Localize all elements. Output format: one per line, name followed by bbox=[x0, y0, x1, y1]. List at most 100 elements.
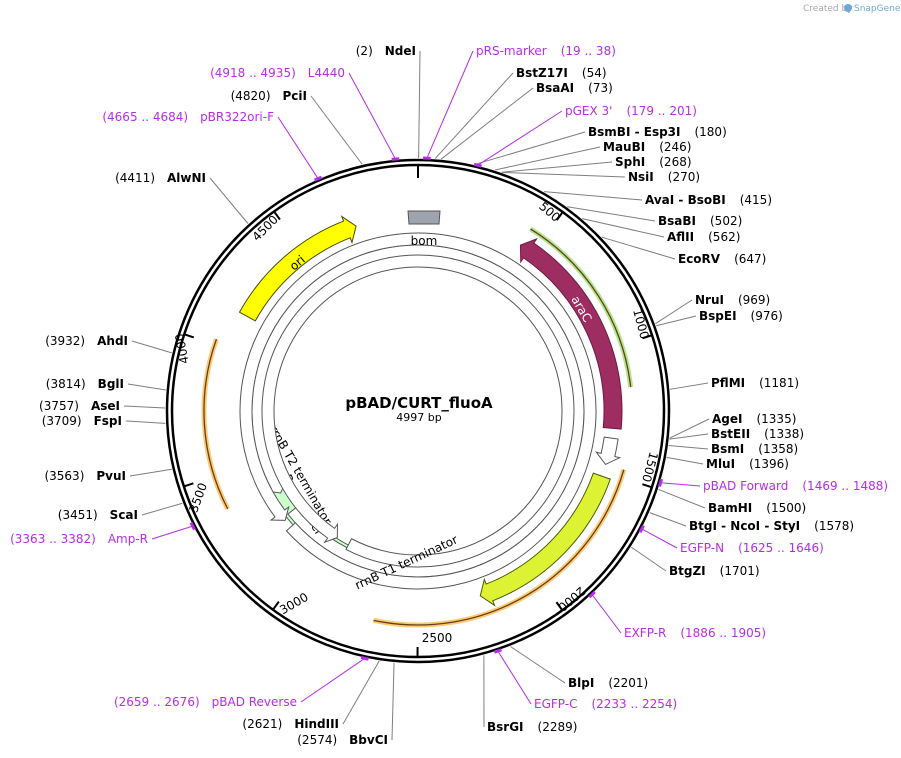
site-bgli[interactable]: BglI(3814) bbox=[46, 377, 124, 391]
primer-egfp-n[interactable]: EGFP-N(1625 .. 1646) bbox=[680, 541, 824, 555]
site-sphi[interactable]: SphI(268) bbox=[615, 155, 692, 169]
primer-leader-pgex-3 bbox=[477, 110, 563, 166]
ruler-tick-3500 bbox=[183, 482, 194, 488]
site-scai[interactable]: ScaI(3451) bbox=[58, 508, 138, 522]
primer-pgex-3[interactable]: pGEX 3'(179 .. 201) bbox=[565, 104, 697, 118]
site-name: SphI bbox=[615, 155, 645, 169]
site-position: (1396) bbox=[749, 457, 789, 471]
primer-tracks bbox=[201, 226, 634, 628]
site-pvui[interactable]: PvuI(3563) bbox=[44, 469, 126, 483]
site-name: NdeI bbox=[385, 44, 416, 58]
site-position: (3814) bbox=[46, 377, 86, 391]
site-name: AlwNI bbox=[167, 171, 206, 185]
site-position: (502) bbox=[710, 214, 742, 228]
site-bsabi[interactable]: BsaBI(502) bbox=[658, 214, 742, 228]
ruler-tick-3000 bbox=[272, 601, 280, 611]
primer-leader-amp-r bbox=[151, 525, 193, 540]
primer-pbad-forward[interactable]: pBAD Forward(1469 .. 1488) bbox=[703, 479, 888, 493]
primer-leader-egfp-n bbox=[641, 528, 678, 549]
site-ahdi[interactable]: AhdI(3932) bbox=[45, 334, 128, 348]
primer-pbr322ori-f[interactable]: pBR322ori-F(4665 .. 4684) bbox=[102, 110, 274, 124]
feature-arac[interactable] bbox=[519, 237, 623, 430]
site-name: BbvCI bbox=[349, 733, 388, 747]
primer-track-line-orange-track-right bbox=[373, 469, 625, 626]
site-bsmi[interactable]: BsmI(1358) bbox=[711, 442, 798, 456]
site-hindiii[interactable]: HindIII(2621) bbox=[242, 717, 339, 731]
site-ecorv[interactable]: EcoRV(647) bbox=[678, 252, 766, 266]
site-bamhi[interactable]: BamHI(1500) bbox=[708, 501, 806, 515]
site-maubi[interactable]: MauBI(246) bbox=[603, 140, 691, 154]
plasmid-size: 4997 bp bbox=[396, 411, 441, 424]
primer-pbad-reverse[interactable]: pBAD Reverse(2659 .. 2676) bbox=[114, 695, 297, 709]
primer-site-mark bbox=[360, 656, 369, 661]
primer-position: (4665 .. 4684) bbox=[102, 110, 188, 124]
site-nsii[interactable]: NsiI (270) bbox=[628, 170, 700, 184]
primer-leader-prs-marker bbox=[426, 50, 474, 159]
primer-exfp-r[interactable]: EXFP-R (1886 .. 1905) bbox=[624, 626, 766, 640]
primer-l4440[interactable]: L4440(4918 .. 4935) bbox=[210, 66, 345, 80]
ruler-tick-1000 bbox=[642, 334, 653, 340]
primer-amp-r[interactable]: Amp-R(3363 .. 3382) bbox=[10, 532, 148, 546]
feature-arabad-promoter[interactable] bbox=[595, 436, 622, 466]
primer-site-mark bbox=[473, 162, 482, 168]
primer-position: (1469 .. 1488) bbox=[802, 479, 888, 493]
primer-prs-marker[interactable]: pRS-marker(19 .. 38) bbox=[476, 44, 616, 58]
site-asei[interactable]: AseI(3757) bbox=[39, 399, 120, 413]
site-bsteii[interactable]: BstEII(1338) bbox=[711, 427, 804, 441]
primer-name: pBAD Reverse bbox=[212, 695, 297, 709]
ruler-label-2500: 2500 bbox=[422, 631, 453, 645]
site-ndei[interactable]: NdeI(2) bbox=[356, 44, 416, 58]
site-nrui[interactable]: NruI(969) bbox=[695, 293, 770, 307]
site-name: AflII bbox=[667, 230, 694, 244]
primer-position: (1886 .. 1905) bbox=[680, 626, 766, 640]
primer-leader-pbad-reverse bbox=[300, 657, 366, 703]
site-name: PflMI bbox=[711, 376, 745, 390]
primer-site-mark bbox=[313, 175, 323, 182]
feature-rrnb-t2-terminator[interactable] bbox=[239, 232, 597, 590]
site-leader-pcii bbox=[310, 95, 363, 165]
primer-egfp-c[interactable]: EGFP-C(2233 .. 2254) bbox=[534, 697, 677, 711]
site-bsmbi-esp3i[interactable]: BsmBI - Esp3I(180) bbox=[588, 125, 727, 139]
site-pflmi[interactable]: PflMI(1181) bbox=[711, 376, 799, 390]
site-position: (3757) bbox=[39, 399, 79, 413]
site-blpi[interactable]: BlpI(2201) bbox=[568, 676, 648, 690]
site-avai-bsobi[interactable]: AvaI - BsoBI(415) bbox=[645, 193, 772, 207]
feature-ori[interactable] bbox=[238, 215, 357, 322]
site-position: (3932) bbox=[45, 334, 85, 348]
site-name: NsiI bbox=[628, 170, 654, 184]
site-bbvci[interactable]: BbvCI(2574) bbox=[297, 733, 388, 747]
backbone-outer-strand bbox=[165, 158, 671, 664]
site-leader-nsii bbox=[502, 171, 626, 178]
primer-site-mark bbox=[658, 478, 664, 487]
site-alwni[interactable]: AlwNI(4411) bbox=[115, 171, 206, 185]
feature-bom[interactable]: bom bbox=[407, 210, 441, 248]
site-name: BtgI - NcoI - StyI bbox=[689, 519, 800, 533]
primer-name: EXFP-R bbox=[624, 626, 666, 640]
feature-meyfp[interactable] bbox=[479, 472, 611, 607]
ruler-tick-1500 bbox=[642, 483, 653, 489]
site-aflii[interactable]: AflII(562) bbox=[667, 230, 740, 244]
feature-arrow-ori bbox=[238, 215, 357, 322]
feature-rrnb-t1-terminator[interactable] bbox=[261, 254, 575, 568]
site-name: BtgZI bbox=[669, 564, 706, 578]
primer-position: (4918 .. 4935) bbox=[210, 66, 296, 80]
site-position: (3709) bbox=[42, 414, 82, 428]
site-btgzi[interactable]: BtgZI(1701) bbox=[669, 564, 760, 578]
site-bsaai[interactable]: BsaAI(73) bbox=[536, 81, 613, 95]
primer-leader-egfp-c bbox=[497, 650, 532, 705]
site-bstz17i[interactable]: BstZ17I(54) bbox=[516, 66, 607, 80]
site-agei[interactable]: AgeI(1335) bbox=[712, 412, 796, 426]
site-name: PvuI bbox=[96, 469, 126, 483]
site-bspei[interactable]: BspEI(976) bbox=[699, 309, 783, 323]
site-mlui[interactable]: MluI(1396) bbox=[706, 457, 789, 471]
site-position: (270) bbox=[668, 170, 700, 184]
site-bsrgi[interactable]: BsrGI(2289) bbox=[487, 720, 577, 734]
site-leader-blpi bbox=[510, 646, 566, 684]
site-fspi[interactable]: FspI (3709) bbox=[42, 414, 122, 428]
site-pcii[interactable]: PciI(4820) bbox=[231, 89, 307, 103]
site-name: FspI bbox=[94, 414, 122, 428]
site-btgi-ncoi-styi[interactable]: BtgI - NcoI - StyI(1578) bbox=[689, 519, 854, 533]
primer-leader-pbr322ori-f bbox=[277, 116, 319, 179]
site-leader-scai bbox=[141, 502, 183, 516]
site-name: AgeI bbox=[712, 412, 742, 426]
